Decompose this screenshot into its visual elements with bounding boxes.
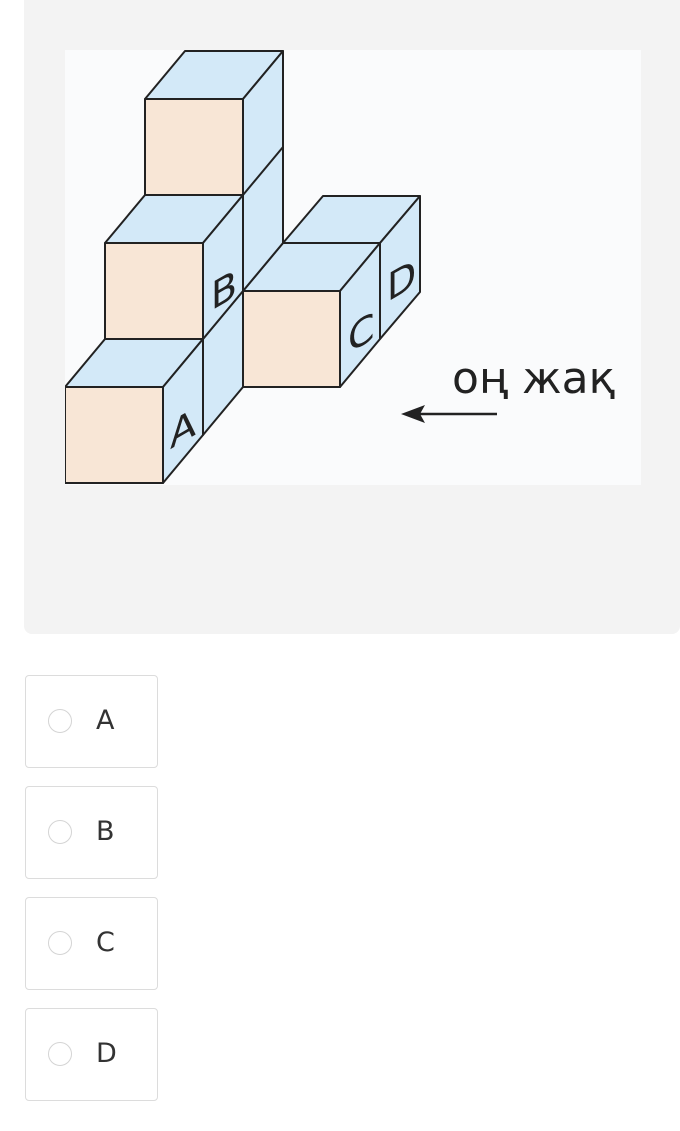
option-label: C bbox=[96, 927, 115, 958]
option-a[interactable]: A bbox=[25, 675, 158, 768]
radio-button-icon[interactable] bbox=[48, 820, 72, 844]
cube-a-front bbox=[65, 386, 164, 484]
cube-top-front bbox=[144, 98, 244, 196]
cube-c-front bbox=[242, 290, 341, 388]
arrow-left-icon bbox=[401, 405, 425, 423]
answer-options: A B C D bbox=[25, 675, 158, 1119]
option-label: D bbox=[96, 1038, 117, 1069]
option-label: A bbox=[96, 705, 115, 736]
option-d[interactable]: D bbox=[25, 1008, 158, 1101]
option-c[interactable]: C bbox=[25, 897, 158, 990]
radio-button-icon[interactable] bbox=[48, 1042, 72, 1066]
option-b[interactable]: B bbox=[25, 786, 158, 879]
cube-b-front bbox=[104, 242, 204, 340]
radio-button-icon[interactable] bbox=[48, 709, 72, 733]
cube-figure: A B C D оң жақ bbox=[65, 50, 641, 485]
direction-label: оң жақ bbox=[452, 353, 615, 404]
cube-drawing: A B C D оң жақ bbox=[65, 50, 615, 484]
radio-button-icon[interactable] bbox=[48, 931, 72, 955]
option-label: B bbox=[96, 816, 115, 847]
direction-indicator: оң жақ bbox=[401, 353, 615, 423]
